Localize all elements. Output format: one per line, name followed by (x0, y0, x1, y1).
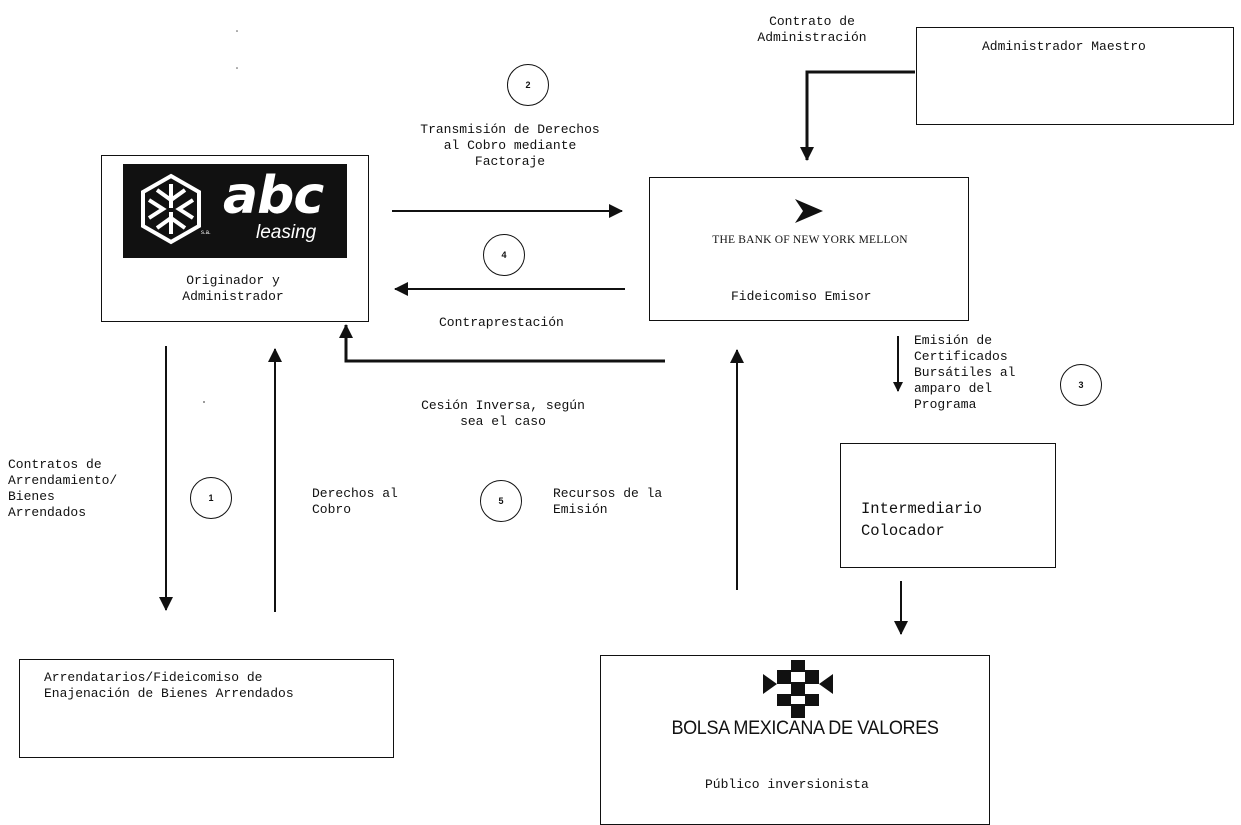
step-1-marker: 1 (190, 477, 232, 519)
step-3-marker: 3 (1060, 364, 1102, 406)
abc-wordmark: abc (223, 166, 324, 226)
step-4-marker: 4 (483, 234, 525, 276)
derechos-cobro-label: Derechos al Cobro (312, 486, 398, 517)
administrador-maestro-box (916, 27, 1234, 125)
step-2-marker: 2 (507, 64, 549, 106)
abc-emblem-icon: s.a. (141, 173, 211, 245)
abc-leasing-logo: s.a. abc leasing (123, 164, 347, 258)
arrendatarios-box (19, 659, 394, 758)
intermediario-box (840, 443, 1056, 568)
bny-mellon-logo-text: THE BANK OF NEW YORK MELLON (712, 234, 908, 246)
cesion-inversa-label: Cesión Inversa, según sea el caso (421, 398, 585, 429)
contratos-arrendamiento-label: Contratos de Arrendamiento/ Bienes Arren… (8, 457, 118, 520)
originador-label: Originador y Administrador (182, 273, 284, 304)
intermediario-label: Intermediario Colocador (861, 500, 982, 540)
bmv-logo-text: BOLSA MEXICANA DE VALORES (671, 718, 939, 739)
leasing-wordmark: leasing (256, 222, 317, 243)
arrendatarios-label: Arrendatarios/Fideicomiso de Enajenación… (44, 670, 294, 701)
bmv-emblem-icon (763, 660, 833, 718)
recursos-emision-label: Recursos de la Emisión (553, 486, 663, 517)
contraprestacion-label: Contraprestación (439, 315, 564, 330)
bny-arrow-logo-icon (795, 199, 823, 223)
contrato-administracion-label: Contrato de Administración (757, 14, 867, 45)
fideicomiso-emisor-box (649, 177, 969, 321)
arrow-contrato-administracion (800, 70, 915, 161)
svg-text:s.a.: s.a. (201, 230, 211, 236)
transmision-label: Transmisión de Derechos al Cobro mediant… (420, 122, 600, 169)
administrador-maestro-label: Administrador Maestro (982, 39, 1146, 54)
step-5-marker: 5 (480, 480, 522, 522)
publico-label: Público inversionista (705, 777, 869, 792)
fideicomiso-emisor-label: Fideicomiso Emisor (731, 289, 872, 304)
emision-label: Emisión de Certificados Bursátiles al am… (914, 333, 1016, 412)
arrow-cesion-inversa (339, 324, 665, 363)
